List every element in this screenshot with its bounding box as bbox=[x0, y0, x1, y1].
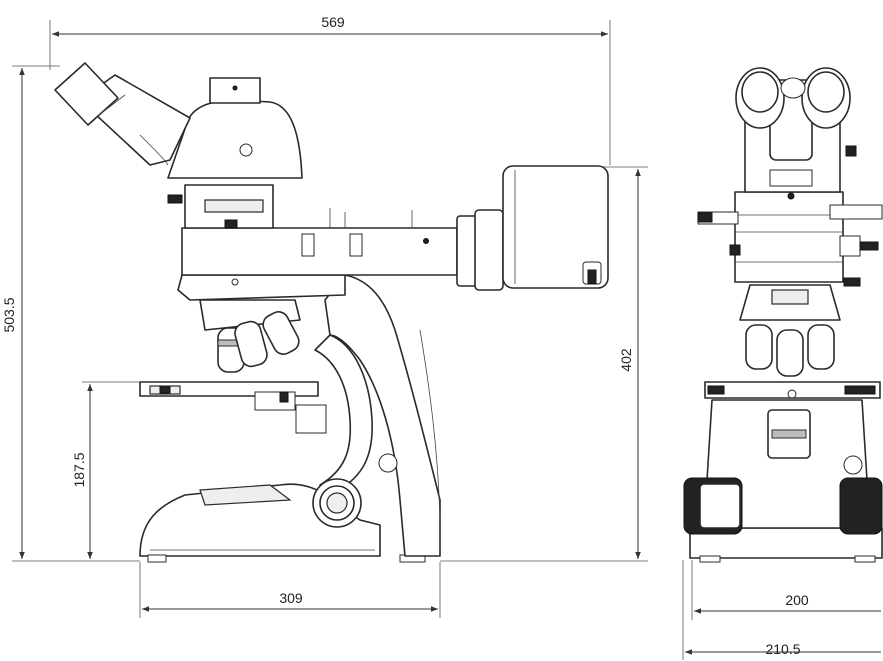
dim-label-200: 200 bbox=[785, 592, 809, 608]
dim-label-309: 309 bbox=[279, 590, 303, 606]
objectives bbox=[217, 311, 300, 373]
dim-label-503-5: 503.5 bbox=[1, 297, 17, 332]
side-arm bbox=[324, 274, 441, 557]
front-focus-knobs bbox=[683, 455, 883, 535]
front-objectives bbox=[745, 324, 835, 377]
side-view-microscope bbox=[54, 62, 609, 563]
eyepiece bbox=[54, 62, 119, 126]
dim-label-187-5: 187.5 bbox=[71, 452, 87, 487]
dim-label-569: 569 bbox=[321, 14, 345, 30]
front-eyepieces bbox=[735, 67, 851, 129]
trinocular-head bbox=[167, 99, 303, 179]
side-body-lower bbox=[177, 274, 346, 301]
base-foot-left bbox=[147, 554, 167, 563]
dim-label-210-5: 210.5 bbox=[765, 641, 800, 657]
dimension-labels: 569 503.5 187.5 309 402 200 210.5 bbox=[1, 14, 809, 657]
side-knob bbox=[378, 453, 398, 473]
front-view-microscope bbox=[683, 67, 883, 563]
dim-label-402: 402 bbox=[618, 348, 634, 372]
lamp-adapter bbox=[456, 215, 478, 287]
epi-illuminator-tube bbox=[181, 227, 458, 276]
lamp-house bbox=[502, 165, 609, 289]
front-body bbox=[734, 191, 844, 283]
condenser bbox=[295, 404, 327, 434]
dimension-lines bbox=[12, 20, 881, 660]
